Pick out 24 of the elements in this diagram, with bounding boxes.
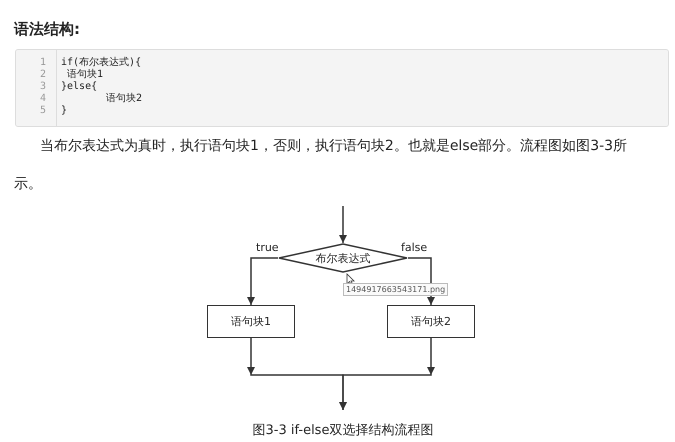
process-box: [207, 305, 295, 338]
code-line: 语句块1: [66, 69, 104, 81]
process-box: [387, 305, 475, 338]
arrow: [247, 257, 278, 305]
node-text: 布尔表达式: [316, 250, 370, 266]
edge-label: true: [255, 241, 280, 254]
arrow: [339, 206, 347, 243]
code-line: }: [61, 105, 68, 117]
edge-label: false: [400, 241, 428, 254]
code-line: if(布尔表达式){: [61, 57, 142, 68]
line-number: 5: [38, 105, 46, 117]
figure-caption: 图3-3 if-else双选择结构流程图: [252, 422, 434, 439]
line-number: 4: [38, 93, 46, 105]
code-line: }else{: [61, 81, 98, 93]
line-number: 2: [38, 69, 46, 81]
paragraph: 当布尔表达式为真时，执行语句块1，否则，执行语句块2。也就是else部分。流程图如图3-3所示。: [14, 137, 628, 194]
code-line: 语句块2: [106, 93, 142, 105]
line-number: 1: [38, 57, 46, 69]
arrow: [339, 338, 432, 410]
heading: 语法结构:: [14, 20, 80, 39]
line-number: 3: [38, 81, 46, 93]
tooltip: 1494917663543171.png: [343, 283, 448, 296]
node-text: 语句块2: [411, 314, 451, 329]
node-text: 语句块1: [231, 314, 271, 329]
